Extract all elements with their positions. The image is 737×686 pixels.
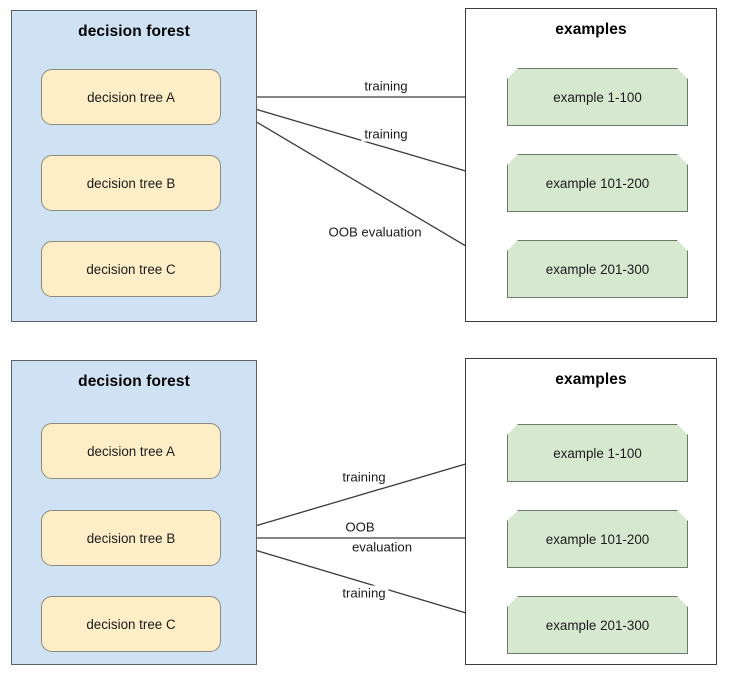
example-box-3-label: example 201-300 xyxy=(545,261,650,277)
examples-panel-title: examples xyxy=(555,21,627,38)
tree-box-c-label: decision tree C xyxy=(86,616,176,632)
edge-label-training-2: training xyxy=(361,126,411,142)
example-box-3-label: example 201-300 xyxy=(545,617,650,633)
example-box-2-label: example 101-200 xyxy=(545,531,650,547)
diagram-bottom: decision forest decision tree A decision… xyxy=(0,343,737,685)
example-box-2[interactable]: example 101-200 xyxy=(507,510,688,568)
tree-box-a[interactable]: decision tree A xyxy=(41,423,221,479)
diagram-top: decision forest decision tree A decision… xyxy=(11,8,717,322)
example-box-2-label: example 101-200 xyxy=(545,175,650,191)
tree-box-b[interactable]: decision tree B xyxy=(41,510,221,566)
edge-label-training-2: training xyxy=(339,585,389,601)
edge-label-training-1: training xyxy=(339,469,389,485)
edge-label-oob-line1: OOB xyxy=(342,519,378,535)
edge-label-oob-evaluation: OOB evaluation xyxy=(325,224,425,240)
edge-label-oob-line2: evaluation xyxy=(348,539,416,555)
example-box-1[interactable]: example 1-100 xyxy=(507,424,688,482)
example-box-3[interactable]: example 201-300 xyxy=(507,596,688,654)
tree-box-b-label: decision tree B xyxy=(86,530,176,546)
tree-box-c[interactable]: decision tree C xyxy=(41,596,221,652)
tree-box-c[interactable]: decision tree C xyxy=(41,241,221,297)
tree-box-a-label: decision tree A xyxy=(87,89,175,105)
example-box-1[interactable]: example 1-100 xyxy=(507,68,688,126)
examples-panel-title: examples xyxy=(555,371,627,388)
example-box-1-label: example 1-100 xyxy=(553,445,642,461)
tree-box-c-label: decision tree C xyxy=(86,261,176,277)
tree-box-a[interactable]: decision tree A xyxy=(41,69,221,125)
tree-box-a-label: decision tree A xyxy=(87,443,175,459)
forest-panel-title: decision forest xyxy=(78,373,190,390)
forest-panel-title: decision forest xyxy=(78,23,190,40)
tree-box-b[interactable]: decision tree B xyxy=(41,155,221,211)
example-box-2[interactable]: example 101-200 xyxy=(507,154,688,212)
example-box-3[interactable]: example 201-300 xyxy=(507,240,688,298)
edge-label-training-1: training xyxy=(361,78,411,94)
example-box-1-label: example 1-100 xyxy=(553,89,642,105)
tree-box-b-label: decision tree B xyxy=(86,175,176,191)
